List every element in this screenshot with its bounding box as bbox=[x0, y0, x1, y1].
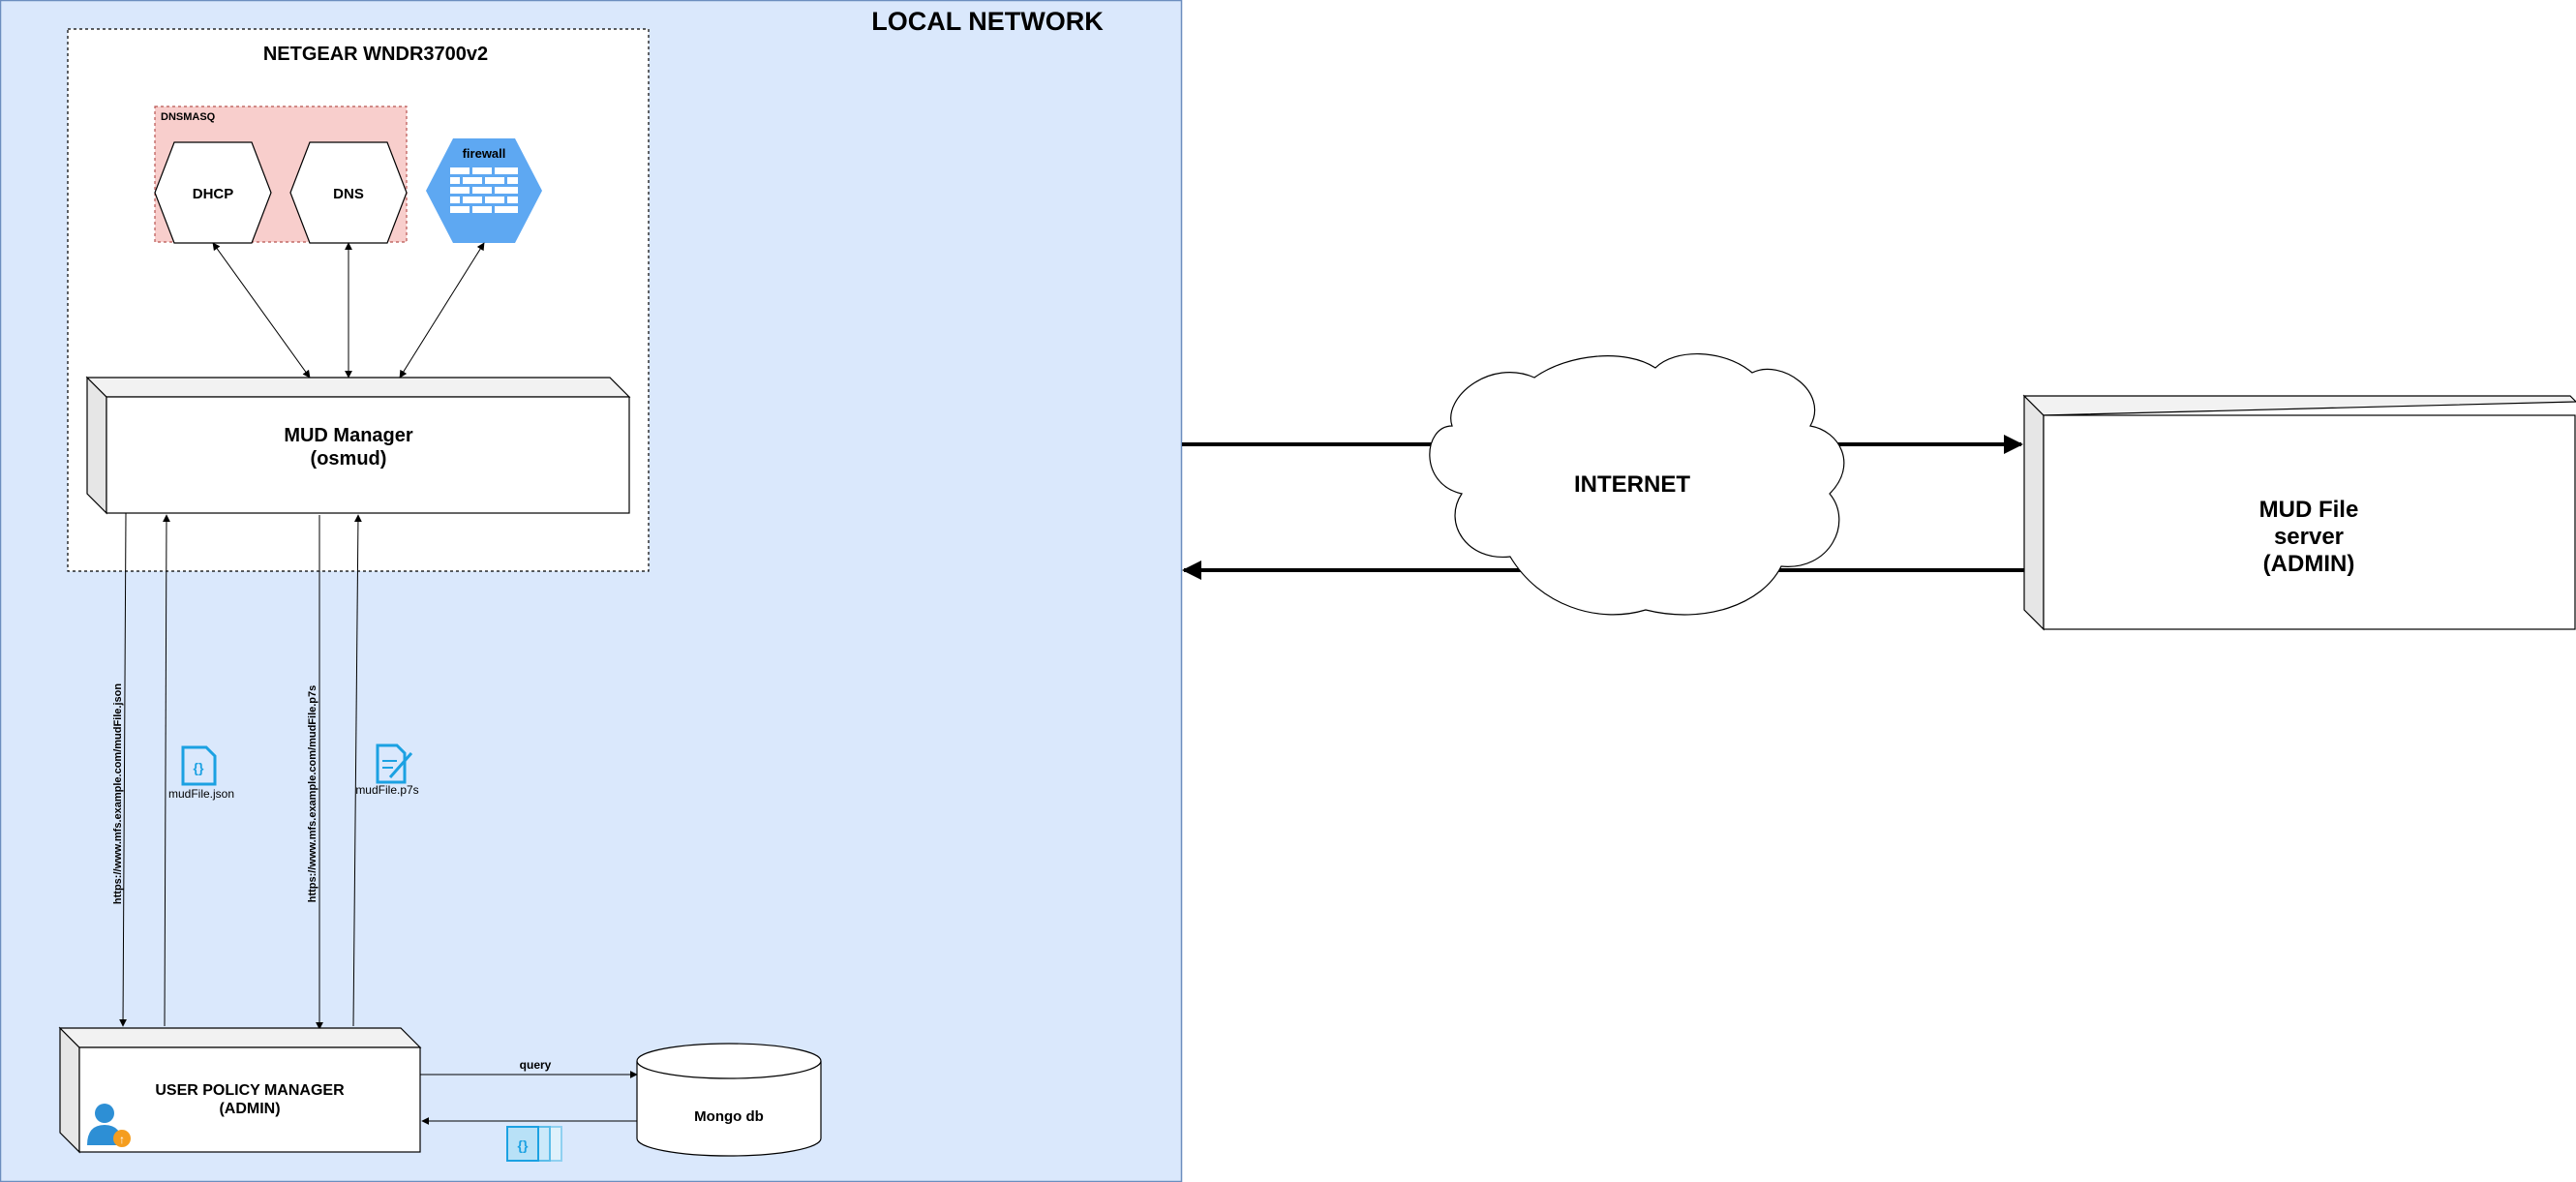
mud-file-server-line1: MUD File bbox=[2259, 497, 2359, 523]
internet-cloud: INTERNET bbox=[1429, 352, 1845, 616]
mud-manager-node: MUD Manager (osmud) bbox=[85, 376, 631, 515]
firewall-node: firewall bbox=[426, 138, 542, 243]
svg-text:{}: {} bbox=[194, 760, 204, 775]
mud-manager-subtitle: (osmud) bbox=[311, 448, 387, 470]
dns-node: DNS bbox=[289, 141, 408, 244]
admin-user-icon: ↑ bbox=[87, 1104, 131, 1147]
p7s-response-arrow bbox=[352, 514, 362, 1027]
mongodb-label: Mongo db bbox=[694, 1108, 764, 1125]
router-title: NETGEAR WNDR3700v2 bbox=[263, 44, 488, 65]
json-response-arrow bbox=[162, 514, 170, 1027]
json-request-arrow bbox=[119, 512, 128, 1027]
svg-text:{}: {} bbox=[518, 1137, 529, 1153]
mongodb-node: Mongo db bbox=[636, 1043, 822, 1157]
dhcp-node: DHCP bbox=[154, 141, 272, 244]
policy-manager-node: USER POLICY MANAGER (ADMIN) ↑ bbox=[58, 1026, 422, 1154]
json-file-icon: {} bbox=[181, 745, 217, 786]
dnsmasq-label: DNSMASQ bbox=[161, 111, 216, 123]
query-label: query bbox=[520, 1058, 552, 1072]
mud-file-server-node: MUD File server (ADMIN) bbox=[2022, 394, 2576, 631]
dhcp-manager-arrow bbox=[212, 242, 311, 379]
policy-manager-subtitle: (ADMIN) bbox=[219, 1101, 280, 1117]
mud-manager-title: MUD Manager bbox=[284, 425, 413, 446]
url-p7s-label: https://www.mfs.example.com/mudFile.p7s bbox=[307, 685, 318, 903]
json-files-stack-icon: {} bbox=[506, 1126, 562, 1162]
firewall-label: firewall bbox=[463, 146, 506, 161]
file-p7s-label: mudFile.p7s bbox=[355, 783, 418, 797]
local-network-title: LOCAL NETWORK bbox=[871, 7, 1104, 36]
svg-text:↑: ↑ bbox=[119, 1133, 125, 1146]
file-json-label: mudFile.json bbox=[168, 787, 234, 801]
signed-file-icon bbox=[376, 743, 413, 784]
url-json-label: https://www.mfs.example.com/mudFile.json bbox=[112, 683, 124, 904]
mud-file-server-line2: server bbox=[2274, 524, 2344, 550]
internet-label: INTERNET bbox=[1574, 471, 1690, 498]
brick-wall-icon bbox=[450, 167, 518, 213]
dhcp-label: DHCP bbox=[193, 186, 234, 202]
firewall-manager-arrow bbox=[399, 242, 485, 379]
mud-file-server-line3: (ADMIN) bbox=[2263, 551, 2355, 577]
dns-label: DNS bbox=[333, 186, 364, 202]
policy-manager-title: USER POLICY MANAGER bbox=[155, 1082, 345, 1099]
